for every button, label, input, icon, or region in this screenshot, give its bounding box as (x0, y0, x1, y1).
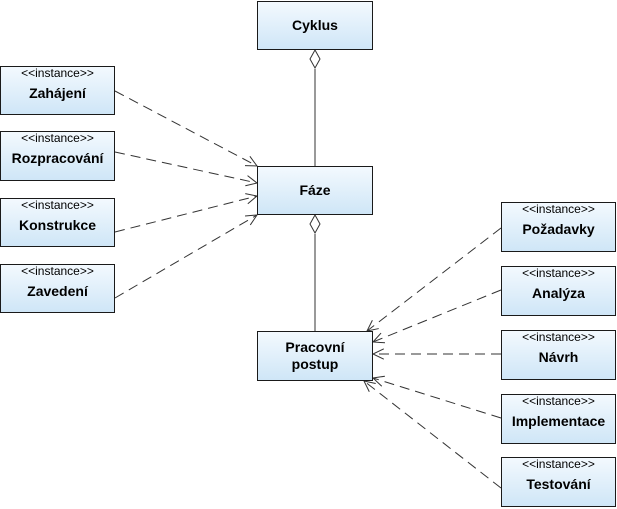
aggregation-diamond-faze (309, 213, 321, 235)
instance-pozadavky: <<instance>> Požadavky (501, 202, 616, 252)
arrowhead-analyza (371, 332, 386, 344)
instance-name: Zahájení (29, 85, 86, 101)
aggregation-diamond-cyklus (309, 48, 321, 70)
stereotype-label: <<instance>> (21, 66, 94, 80)
instance-name: Testování (526, 476, 591, 492)
stereotype-label: <<instance>> (21, 264, 94, 278)
instance-konstrukce: <<instance>> Konstrukce (0, 198, 115, 247)
stereotype-label: <<instance>> (522, 457, 595, 471)
instance-name: Zavedení (27, 283, 88, 299)
instance-zavedeni: <<instance>> Zavedení (0, 264, 115, 313)
instance-name: Návrh (538, 349, 579, 365)
stereotype-label: <<instance>> (522, 394, 595, 408)
instance-zahajeni: <<instance>> Zahájení (0, 66, 115, 115)
instance-name: Rozpracování (11, 150, 104, 166)
class-pracovni-postup: Pracovní postup (257, 331, 373, 381)
instance-testovani: <<instance>> Testování (501, 457, 616, 507)
dependency-line-implementace (372, 377, 502, 419)
instance-rozpracovani: <<instance>> Rozpracování (0, 131, 115, 181)
stereotype-label: <<instance>> (21, 131, 94, 145)
instance-name: Konstrukce (18, 217, 97, 233)
instance-analyza: <<instance>> Analýza (501, 266, 616, 316)
stereotype-label: <<instance>> (522, 330, 595, 344)
dependency-line-zavedeni (114, 214, 258, 299)
class-faze: Fáze (257, 166, 373, 215)
arrowhead-testovani (363, 380, 376, 392)
instance-navrh: <<instance>> Návrh (501, 330, 616, 380)
class-name: Pracovní postup (285, 339, 345, 372)
class-cyklus: Cyklus (257, 1, 373, 50)
instance-implementace: <<instance>> Implementace (501, 394, 616, 444)
stereotype-label: <<instance>> (522, 202, 595, 216)
dependency-line-rozpracovani (114, 151, 258, 184)
arrowhead-navrh (371, 348, 385, 360)
dependency-line-pozadavky (366, 227, 502, 332)
dependency-line-testovani (363, 380, 502, 489)
instance-name: Požadavky (522, 221, 595, 237)
instance-name: Implementace (511, 413, 606, 429)
instance-name: Analýza (532, 285, 585, 301)
stereotype-label: <<instance>> (522, 266, 595, 280)
dependency-line-zahajeni (114, 90, 258, 167)
class-name: Fáze (299, 182, 331, 198)
stereotype-label: <<instance>> (21, 198, 94, 212)
arrowhead-implementace (371, 375, 385, 387)
class-name: Cyklus (292, 17, 338, 33)
dependency-line-analyza (372, 289, 502, 343)
arrowhead-zavedeni (244, 214, 258, 226)
dependency-line-konstrukce (114, 195, 258, 233)
